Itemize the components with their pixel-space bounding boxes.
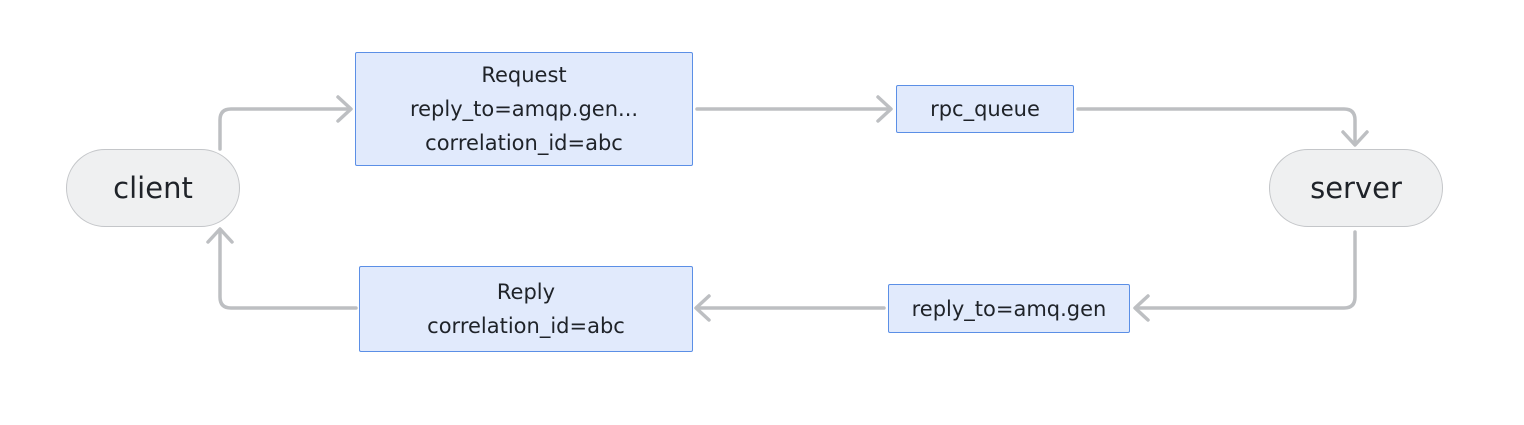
arrowhead-reply-queue-to-reply [694,294,711,322]
server-label: server [1310,171,1402,205]
reply-queue-label: reply_to=amq.gen [911,296,1107,321]
request-message-box: Request reply_to=amqp.gen... correlation… [355,52,693,166]
server-node: server [1269,149,1443,227]
arrowhead-client-to-request [336,95,353,123]
request-reply-to: reply_to=amqp.gen... [409,97,639,121]
edge-rpc-queue-to-server [1076,107,1357,145]
reply-title: Reply [496,280,556,304]
arrowhead-request-to-rpc-queue [876,95,893,123]
edge-client-to-request [218,107,351,151]
request-title: Request [481,63,567,87]
client-label: client [113,171,193,205]
request-correlation-id: correlation_id=abc [425,131,623,155]
rpc-queue-label: rpc_queue [930,97,1040,121]
edge-reply-to-client [218,229,358,310]
arrowhead-reply-to-client [206,227,234,244]
rpc-queue-box: rpc_queue [896,85,1074,133]
reply-correlation-id: correlation_id=abc [427,314,625,338]
reply-queue-box: reply_to=amq.gen [888,284,1130,333]
arrowhead-rpc-queue-to-server [1341,130,1369,147]
arrowhead-server-to-reply-queue [1133,294,1150,322]
client-node: client [66,149,240,227]
reply-message-box: Reply correlation_id=abc [359,266,693,352]
edge-server-to-reply-queue [1135,230,1357,310]
